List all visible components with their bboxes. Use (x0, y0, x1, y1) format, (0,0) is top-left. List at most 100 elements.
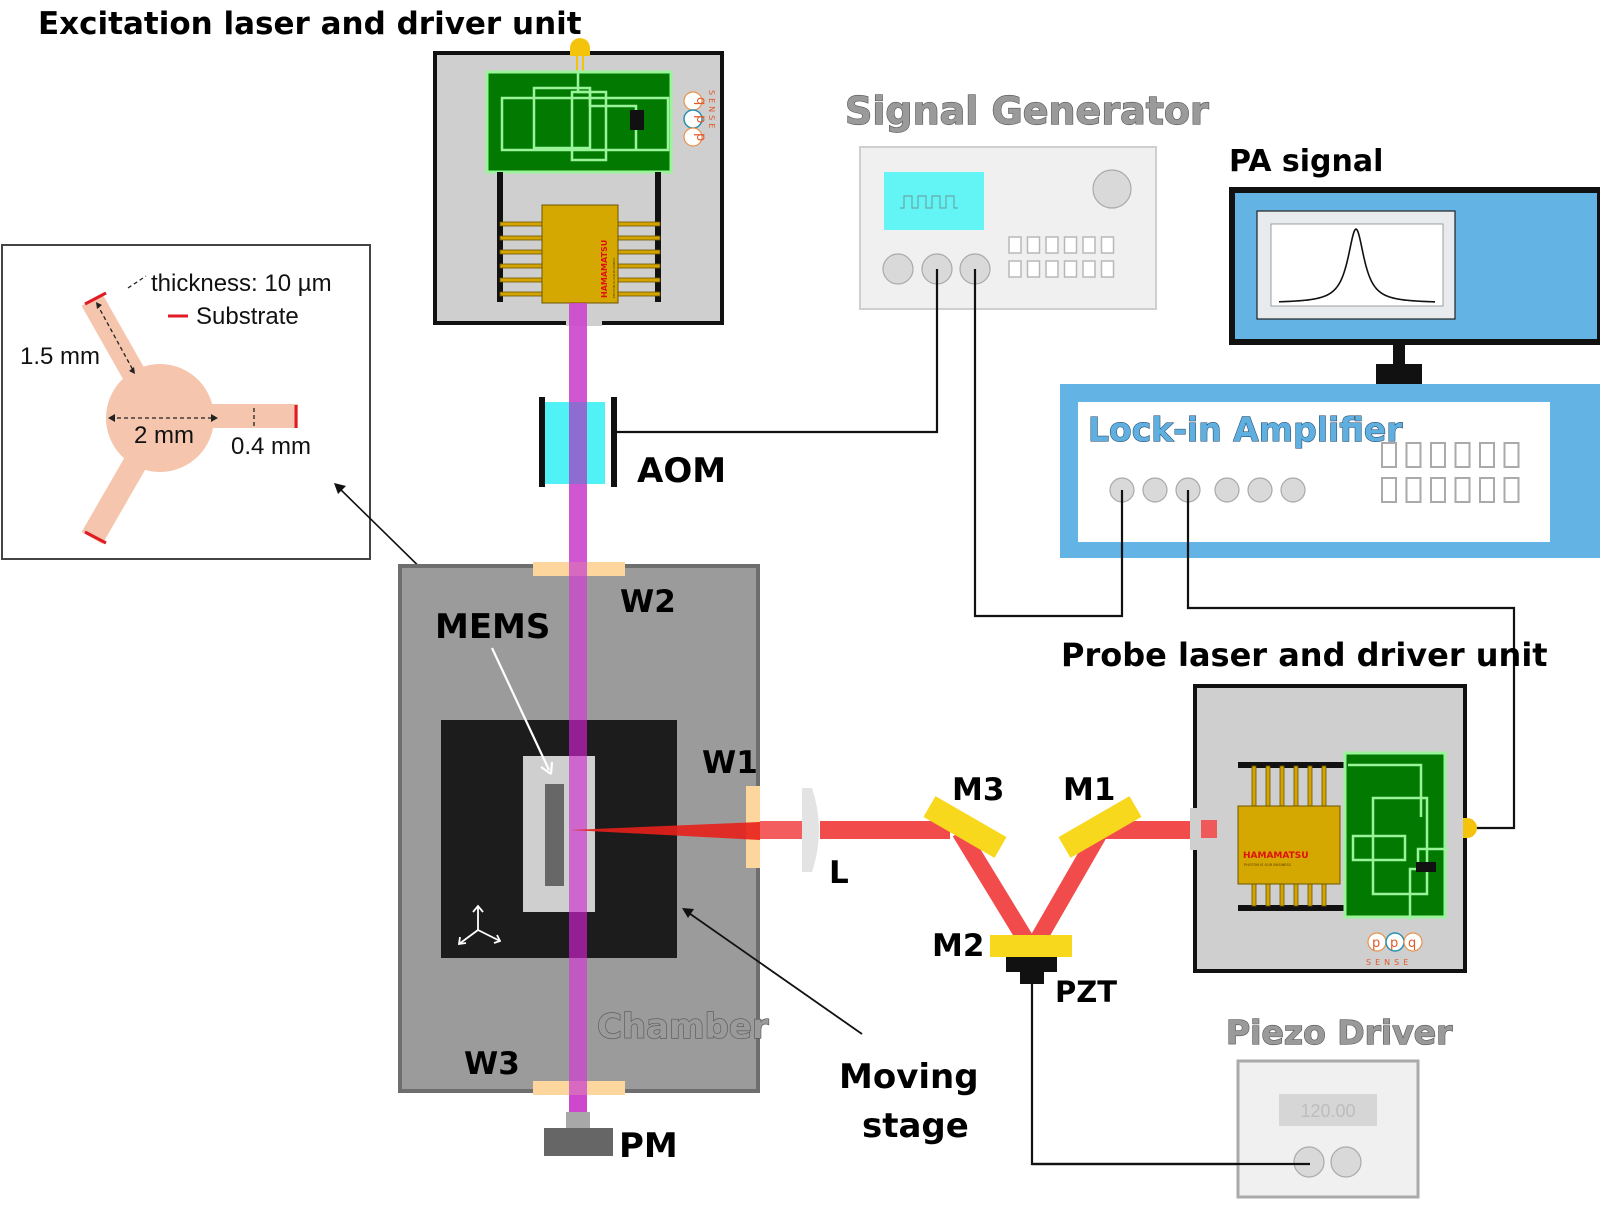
mems-label: MEMS (435, 607, 550, 647)
substrate-mark (84, 291, 107, 306)
signal-generator-title: Signal Generator (845, 89, 1209, 133)
piezo-display-value: 120.00 (1300, 1101, 1355, 1121)
lock-in-button[interactable] (1479, 442, 1495, 468)
piezo-port[interactable] (1293, 1146, 1325, 1178)
stage-pointer-arrowhead (682, 908, 694, 918)
stage-label-line2: stage (862, 1106, 969, 1146)
lock-in-panel (1078, 402, 1550, 542)
laser-pin (617, 235, 661, 241)
lock-in-button[interactable] (1430, 477, 1446, 503)
mems-inset: thickness: 10 µm Substrate 1.5 mm 2 mm 0… (1, 244, 446, 593)
svg-text:SENSE: SENSE (1366, 958, 1412, 967)
mirrors (923, 796, 1142, 957)
piezo-port[interactable] (1330, 1146, 1362, 1178)
lock-in-port[interactable] (1280, 477, 1306, 503)
laser-pin (1265, 765, 1271, 807)
excitation-unit-title: Excitation laser and driver unit (38, 6, 582, 42)
signal-generator-button[interactable] (1008, 236, 1022, 254)
laser-pin (617, 221, 661, 227)
arm-length-dim (96, 303, 135, 373)
piezo-driver-title: Piezo Driver (1226, 1013, 1453, 1052)
lock-in-port[interactable] (1247, 477, 1273, 503)
laser-pin (1251, 765, 1257, 807)
monitor-stand (1376, 364, 1422, 384)
pcb-chip (630, 110, 644, 130)
lens-label: L (829, 855, 849, 891)
housing-aperture (1190, 808, 1202, 850)
signal-generator-button[interactable] (1063, 236, 1078, 254)
probe-laser-unit: Probe laser and driver unit HAMAMATSU PH… (1061, 636, 1548, 973)
lock-in-button[interactable] (1405, 477, 1422, 503)
probe-beam (570, 821, 1216, 955)
laser-pin (1293, 765, 1299, 807)
signal-generator-screen (884, 172, 984, 230)
laser-pin (499, 221, 543, 227)
laser-pin (1251, 883, 1257, 907)
signal-generator-button[interactable] (1082, 260, 1096, 278)
thickness-label: thickness: 10 µm (151, 270, 332, 297)
signal-generator: Signal Generator (844, 88, 1210, 310)
arm-width-label: 0.4 mm (231, 433, 311, 460)
pm-body (544, 1128, 613, 1156)
aom-plate (611, 397, 617, 487)
laser-pin (617, 263, 661, 269)
probe-beam-segment (1100, 821, 1216, 839)
excitation-laser-unit: HAMAMATSU PHOTON IS OUR BUSINESS q p p S… (433, 38, 724, 326)
signal-generator-button[interactable] (1063, 260, 1078, 278)
m1-label: M1 (1063, 772, 1115, 808)
lock-in-button[interactable] (1454, 442, 1471, 468)
lock-in-button[interactable] (1454, 477, 1471, 503)
substrate-label: Substrate (196, 303, 299, 330)
signal-generator-button[interactable] (1045, 260, 1059, 278)
signal-generator-button[interactable] (1008, 260, 1022, 278)
signal-generator-port[interactable] (882, 253, 914, 285)
signal-generator-knob[interactable] (1092, 169, 1132, 209)
mirror-m1 (1058, 796, 1142, 858)
arrowheads (96, 302, 218, 422)
led-icon (1463, 818, 1477, 838)
chip-brand: HAMAMATSU (600, 240, 609, 298)
lock-in-port[interactable] (1142, 477, 1168, 503)
probe-beam-segment (952, 827, 1040, 955)
pzt-mount (1020, 970, 1044, 984)
mirror-m2 (990, 935, 1072, 957)
mems-device (545, 784, 564, 886)
power-meter: PM (544, 1112, 678, 1166)
laser-pin (1279, 765, 1285, 807)
lock-in-title: Lock-in Amplifier (1088, 410, 1403, 449)
mount-rail (1238, 762, 1348, 768)
lock-in-button[interactable] (1430, 442, 1446, 468)
mems-pointer-arrowhead (540, 761, 554, 775)
m3-label: M3 (952, 772, 1004, 808)
w1-label: W1 (702, 745, 758, 781)
lock-in-button[interactable] (1503, 477, 1520, 503)
signal-generator-button[interactable] (1026, 260, 1041, 278)
m2-label: M2 (932, 928, 984, 964)
lock-in-amplifier: Lock-in Amplifier (1060, 384, 1600, 558)
probe-beam-segment (1024, 827, 1108, 955)
lock-in-port[interactable] (1214, 477, 1240, 503)
mirror-m3 (923, 796, 1007, 858)
mount-rail (1238, 905, 1348, 911)
lock-in-button[interactable] (1479, 477, 1495, 503)
signal-generator-button[interactable] (1100, 260, 1115, 278)
signal-generator-button[interactable] (1100, 236, 1115, 254)
chamber-label: Chamber (597, 1007, 769, 1047)
pm-head (566, 1112, 590, 1130)
lock-in-button[interactable] (1381, 477, 1397, 503)
lock-in-button[interactable] (1503, 442, 1520, 468)
signal-generator-button[interactable] (1082, 236, 1096, 254)
laser-pin (617, 291, 661, 297)
signal-generator-button[interactable] (1045, 236, 1059, 254)
laser-pin (1321, 883, 1327, 907)
chip-brand: HAMAMATSU (1243, 851, 1309, 861)
thickness-dim-icon (127, 275, 147, 289)
laser-pin (1293, 883, 1299, 907)
lock-in-button[interactable] (1381, 442, 1397, 468)
pzt-label: PZT (1055, 975, 1117, 1009)
lock-in-button[interactable] (1405, 442, 1422, 468)
signal-generator-button[interactable] (1026, 236, 1041, 254)
cable-siggen-lockin (973, 269, 1124, 618)
arm-length-label: 1.5 mm (20, 343, 100, 370)
